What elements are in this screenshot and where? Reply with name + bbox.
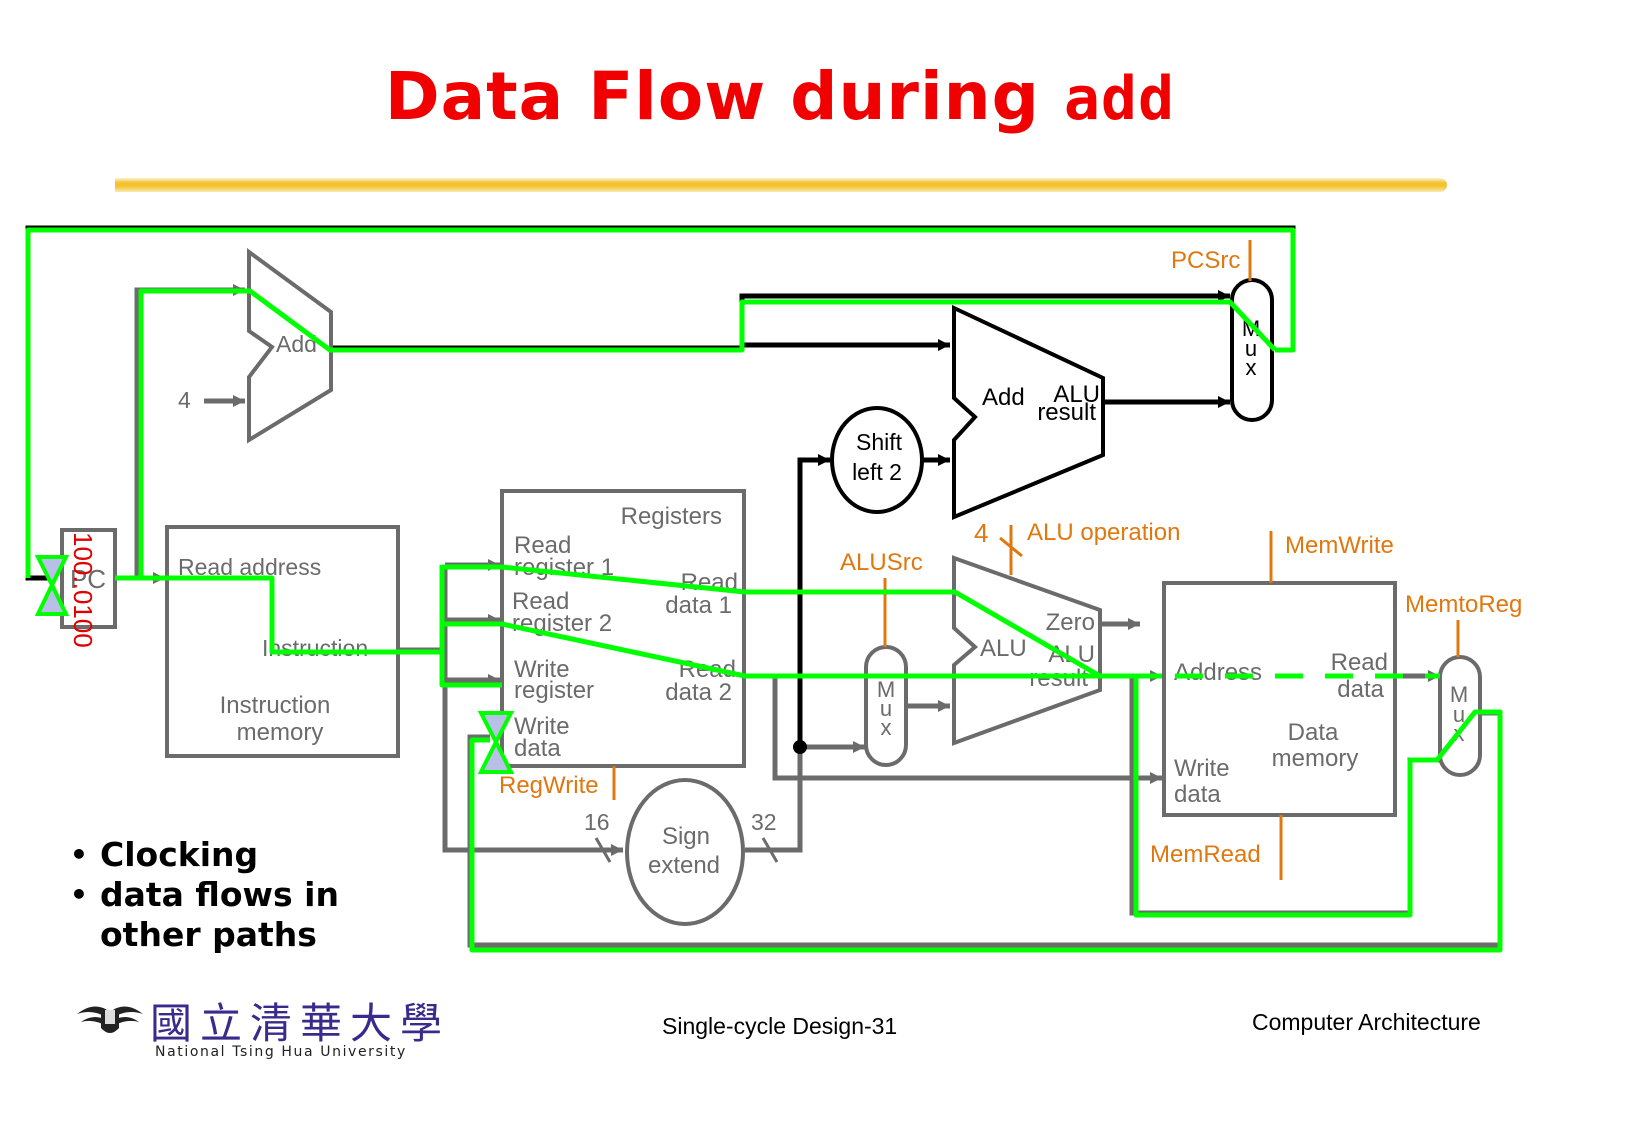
- bullet-clocking: Clocking: [70, 835, 339, 875]
- green-instr-split: [439, 565, 502, 688]
- title-underline-decoration: [115, 178, 1447, 192]
- pc-mux: M u x: [1230, 278, 1274, 422]
- control-signals: [612, 240, 1460, 880]
- logo-chinese-name: 國立清華大學: [150, 999, 451, 1048]
- green-pc-loop: [25, 227, 1296, 578]
- alu-operation-label: ALU operation: [1027, 519, 1180, 546]
- pc-value: 100..0100: [68, 532, 98, 648]
- regfile-clock-icon: [477, 711, 515, 774]
- branch-adder-result-1: ALU: [1053, 381, 1100, 408]
- alu-label: ALU: [980, 635, 1027, 662]
- main-alu: ALU Zero ALU result: [952, 555, 1102, 746]
- dmem-write-data-1: Write: [1174, 755, 1230, 782]
- wd-label-2: data: [514, 735, 561, 762]
- dmem-read-data-1: Read: [1331, 649, 1388, 676]
- pc-label: PC: [70, 564, 106, 594]
- slide-footer-page: Single-cycle Design-31: [662, 1013, 898, 1039]
- rd1-label-2: data 1: [665, 592, 732, 619]
- bits-32-label: 32: [751, 809, 777, 835]
- bullet-list: Clocking data flows in other paths: [70, 835, 339, 955]
- pcsrc-label: PCSrc: [1171, 247, 1240, 274]
- branch-adder-result-2: result: [1037, 399, 1096, 426]
- green-rr1-to-alu: [442, 564, 1102, 679]
- registers-title: Registers: [621, 503, 722, 530]
- regwrite-label: RegWrite: [499, 772, 599, 799]
- rr1-label-1: Read: [514, 532, 571, 559]
- control-labels: PCSrc ALUSrc 4 ALU operation MemWrite Me…: [499, 247, 1522, 868]
- rr2-label-1: Read: [512, 588, 569, 615]
- logo-emblem-icon: [77, 1006, 143, 1033]
- pc-register: PC: [60, 528, 117, 629]
- data-memory: Address Read data Data memory Write data: [1162, 581, 1397, 817]
- pc-mux-u: u: [1245, 336, 1257, 361]
- alu-mux-m: M: [877, 677, 895, 702]
- dmem-write-data-2: data: [1174, 781, 1221, 808]
- branch-adder-label: Add: [982, 384, 1025, 411]
- slide-footer-course: Computer Architecture: [1252, 1009, 1481, 1035]
- alu-src-mux: M u x: [864, 645, 908, 767]
- dmem-name-2: memory: [1272, 745, 1359, 772]
- bits-16-label: 16: [584, 809, 610, 835]
- bullet-data-flows: data flows in: [70, 875, 339, 915]
- imem-name-2: memory: [237, 719, 324, 746]
- wire-signext-out: [745, 460, 803, 853]
- wd-label-1: Write: [514, 713, 570, 740]
- title-code: add: [1063, 64, 1176, 134]
- memwrite-label: MemWrite: [1285, 532, 1394, 559]
- title-text: Data Flow during: [384, 58, 1064, 135]
- dmem-address-label: Address: [1174, 659, 1262, 686]
- sign-extend-label-2: extend: [648, 852, 720, 879]
- wr-label-1: Write: [514, 656, 570, 683]
- sign-extend-label-1: Sign: [662, 823, 710, 850]
- shift-label-1: Shift: [856, 429, 903, 455]
- memread-label: MemRead: [1150, 841, 1261, 868]
- wire-rd2-to-dmem-wd: [772, 676, 1162, 784]
- imem-instruction-label: Instruction: [262, 635, 368, 661]
- slide-title: Data Flow during add: [0, 58, 1560, 135]
- green-pc-to-adder: [138, 288, 1277, 578]
- rr2-label-2: register 2: [512, 610, 612, 637]
- shift-left-2-unit: Shift left 2: [830, 406, 924, 514]
- memtoreg-label: MemtoReg: [1405, 591, 1522, 618]
- wb-mux-u: u: [1453, 702, 1465, 727]
- green-pc-to-imem: [115, 575, 440, 655]
- logo-english-name: National Tsing Hua University: [155, 1044, 407, 1060]
- wr-label-2: register: [514, 677, 594, 704]
- imem-name-1: Instruction: [220, 692, 331, 719]
- sign-extend-unit: Sign extend 16 32: [584, 778, 779, 926]
- register-file: Registers Read register 1 Read register …: [500, 489, 746, 768]
- wire-signext-to-shift: [797, 454, 830, 747]
- alu-zero-label: Zero: [1046, 609, 1095, 636]
- dmem-read-data-2: data: [1337, 676, 1384, 703]
- alusrc-label: ALUSrc: [840, 549, 923, 576]
- alu-mux-u: u: [880, 696, 892, 721]
- const-4-label: 4: [178, 387, 191, 413]
- wire-instr-wr: [442, 565, 623, 856]
- alu-result-1: ALU: [1048, 641, 1095, 668]
- active-data-path: [25, 227, 1503, 953]
- alu-mux-x: x: [881, 715, 892, 740]
- pc-clock-icon: [34, 555, 70, 616]
- pc-mux-x: x: [1246, 355, 1257, 380]
- shift-label-2: left 2: [852, 459, 902, 485]
- junction-dot: [793, 740, 807, 754]
- rd2-label-2: data 2: [665, 679, 732, 706]
- dmem-name-1: Data: [1288, 719, 1339, 746]
- instruction-memory: Read address Instruction Instruction mem…: [165, 525, 400, 758]
- green-alu-to-wb: [469, 676, 1503, 953]
- wb-mux-m: M: [1450, 682, 1468, 707]
- alu-op-bits-label: 4: [974, 518, 988, 548]
- branch-adder: Add ALU result: [952, 304, 1105, 520]
- bullet-data-flows-cont: other paths: [100, 915, 317, 954]
- pc-adder: Add 4: [178, 248, 333, 444]
- university-logo: 國立清華大學 National Tsing Hua University: [75, 990, 442, 1065]
- green-rr2-to-alumux: [442, 621, 1162, 679]
